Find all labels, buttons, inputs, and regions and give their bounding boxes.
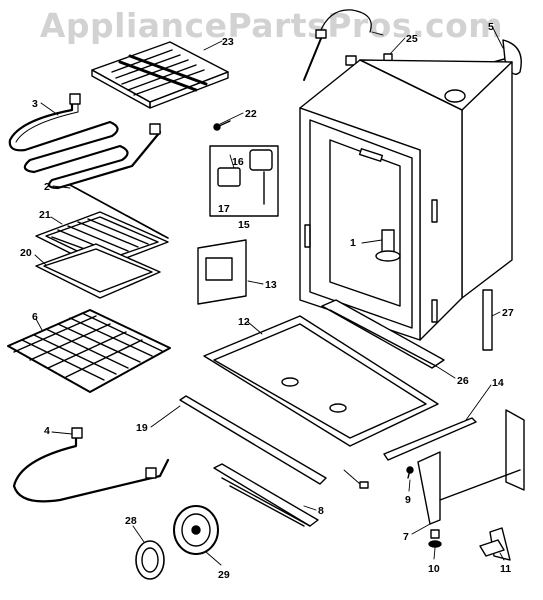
callout-13[interactable]: 13 (265, 279, 277, 291)
callout-6[interactable]: 6 (32, 311, 38, 323)
part-2-trim-strip[interactable] (69, 184, 169, 239)
callout-10[interactable]: 10 (428, 563, 440, 575)
part-18-nut[interactable] (359, 481, 369, 489)
callout-7[interactable]: 7 (403, 531, 409, 543)
part-15-light-assembly[interactable] (209, 145, 279, 217)
callout-26[interactable]: 26 (457, 375, 469, 387)
part-9-screw[interactable] (406, 466, 414, 479)
callout-1[interactable]: 1 (350, 237, 356, 249)
part-23-bracket-plate[interactable] (91, 41, 229, 109)
callout-15[interactable]: 15 (238, 219, 250, 231)
part-22-screw[interactable] (213, 120, 231, 131)
callout-9[interactable]: 9 (405, 494, 411, 506)
part-27-side-strip[interactable] (482, 289, 493, 351)
part-1-temperature-sensor[interactable] (303, 9, 372, 81)
callout-29[interactable]: 29 (218, 569, 230, 581)
part-13-panel[interactable] (197, 239, 247, 305)
part-4-bake-element[interactable] (12, 427, 170, 503)
callout-19[interactable]: 19 (136, 422, 148, 434)
callout-22[interactable]: 22 (245, 108, 257, 120)
part-26-bracket-rail[interactable] (321, 299, 445, 369)
part-1-element-in-cavity[interactable] (375, 229, 401, 262)
callout-20[interactable]: 20 (20, 247, 32, 259)
part-16-light-socket (249, 149, 273, 171)
callout-25[interactable]: 25 (406, 33, 418, 45)
part-10-leveling-leg[interactable] (428, 529, 442, 548)
part-14-drawer-rail[interactable] (383, 409, 525, 525)
leader-lines (34, 27, 505, 566)
callout-3[interactable]: 3 (32, 98, 38, 110)
callout-5[interactable]: 5 (488, 21, 494, 33)
part-8-panel[interactable] (213, 463, 319, 527)
watermark-text: AppliancePartsPros.com (39, 6, 504, 45)
callout-8[interactable]: 8 (318, 505, 324, 517)
callout-2[interactable]: 2 (44, 181, 50, 193)
part-11-bracket[interactable] (479, 527, 511, 561)
callout-16[interactable]: 16 (232, 156, 244, 168)
part-3-broil-element[interactable] (8, 93, 162, 190)
part-12-oven-bottom[interactable] (203, 315, 439, 447)
callout-28[interactable]: 28 (125, 515, 137, 527)
part-29-fan-motor[interactable] (173, 505, 219, 555)
oven-cavity[interactable] (299, 59, 513, 341)
part-17-light-lens (217, 167, 241, 187)
callout-21[interactable]: 21 (39, 209, 51, 221)
callout-11[interactable]: 11 (500, 563, 511, 575)
part-19-front-trim[interactable] (179, 395, 327, 485)
callout-27[interactable]: 27 (502, 307, 514, 319)
callout-23[interactable]: 23 (222, 36, 234, 48)
part-20-broiler-pan[interactable] (35, 243, 161, 299)
callout-14[interactable]: 14 (492, 377, 504, 389)
part-28-fan-blade[interactable] (135, 540, 165, 580)
part-6-oven-rack[interactable] (7, 309, 171, 393)
callout-17[interactable]: 17 (218, 203, 230, 215)
callout-4[interactable]: 4 (44, 425, 50, 437)
callout-labels: 23 3 22 25 5 16 17 15 2 21 20 1 13 6 12 … (20, 21, 514, 581)
callout-12[interactable]: 12 (238, 316, 250, 328)
